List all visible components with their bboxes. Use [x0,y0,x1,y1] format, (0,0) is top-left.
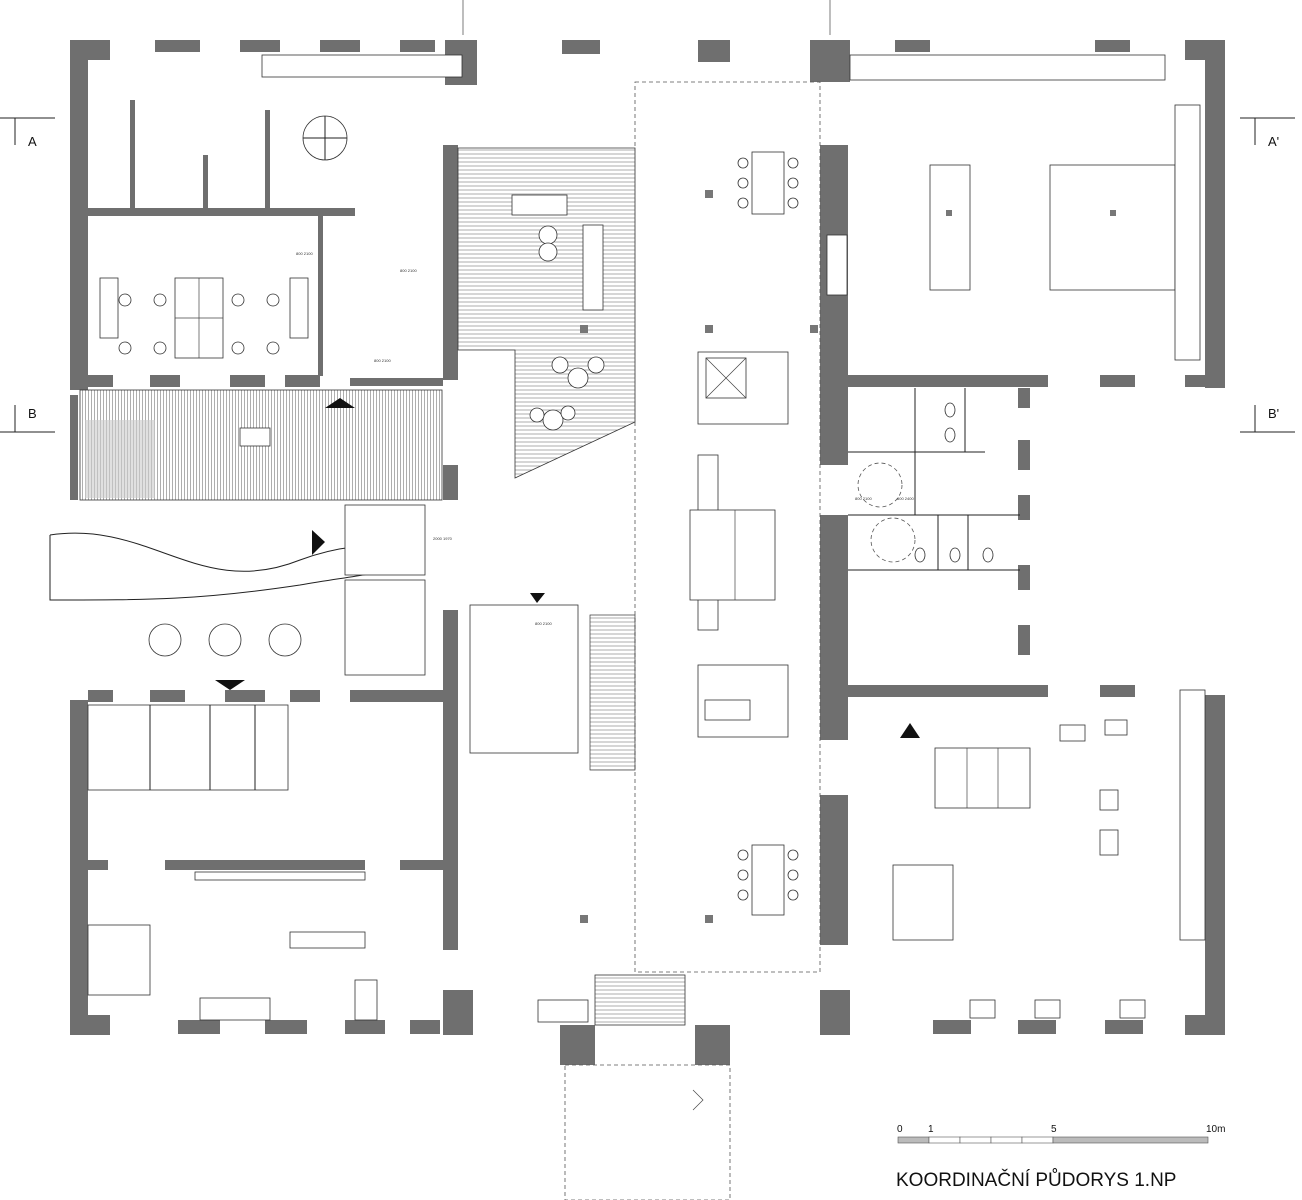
svg-text:2000 1970: 2000 1970 [433,536,453,541]
entrance-arrow-icon [312,530,325,555]
office-room [99,54,463,359]
scale-bar: 0 1 5 10m [897,1124,1225,1144]
scale-label-0: 0 [897,1124,903,1135]
svg-text:B': B' [1268,406,1279,421]
svg-text:800 2400: 800 2400 [897,496,914,501]
door-labels: 800 2100 800 2100 800 2100 800 2400 2000… [296,251,914,626]
lounge-room [892,689,1206,1019]
bottom-entrance [537,974,731,1200]
svg-text:800 2100: 800 2100 [374,358,391,363]
scale-label-10: 10m [1206,1124,1225,1135]
entrance-hall [49,389,443,676]
central-hall [580,81,821,973]
svg-text:800 2100: 800 2100 [535,621,552,626]
central-deck [457,147,636,479]
restrooms [848,388,1020,571]
interior-walls [85,145,1225,950]
scale-label-5: 5 [1051,1124,1057,1135]
staircase [589,614,636,771]
svg-text:A': A' [1268,134,1279,149]
scale-label-1: 1 [928,1124,934,1135]
svg-text:B: B [28,406,37,421]
exhibition-room [826,54,1201,361]
exterior-walls [70,40,1225,1065]
axis-lines [462,0,831,35]
section-marker-b: B [0,405,55,433]
section-marker-a-prime: A' [1240,117,1295,149]
svg-text:800 2100: 800 2100 [855,496,872,501]
svg-text:800 2100: 800 2100 [400,268,417,273]
meeting-room [469,593,636,771]
lower-left-rooms [87,623,378,1021]
section-marker-b-prime: B' [1240,405,1295,433]
svg-text:800 2100: 800 2100 [296,251,313,256]
section-marker-a: A [0,117,55,149]
svg-text:A: A [28,134,37,149]
view-marker-icon [325,398,355,408]
drawing-title: KOORDINAČNÍ PŮDORYS 1.NP [896,1169,1176,1191]
